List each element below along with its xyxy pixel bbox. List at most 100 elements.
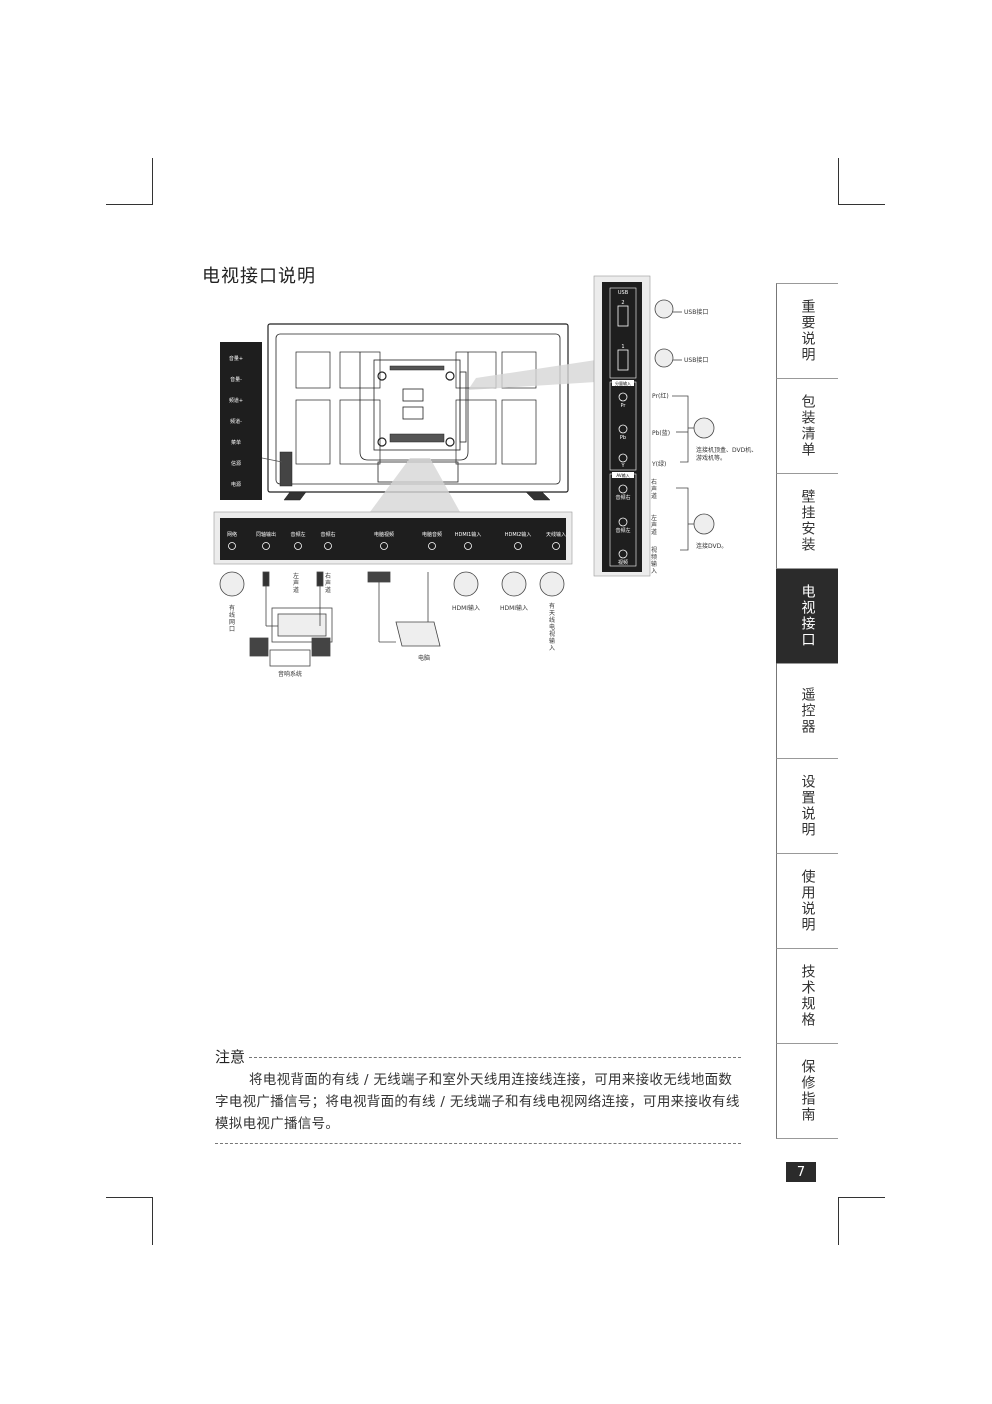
right-connectors	[654, 299, 715, 551]
right-channel-bottom-label: 右	[325, 572, 331, 580]
svg-text:音频右: 音频右	[615, 494, 630, 501]
left-channel-label: 道	[651, 528, 657, 536]
component-note-2: 游戏机等。	[696, 454, 726, 462]
side-button-label: 电源	[231, 481, 241, 488]
svg-text:1: 1	[621, 344, 624, 350]
antenna-label: 电	[549, 623, 555, 631]
video-input-label: 视	[651, 546, 657, 554]
antenna-label: 线	[549, 616, 555, 624]
svg-text:Pb: Pb	[620, 435, 626, 441]
crop-mark	[838, 1198, 839, 1245]
bottom-port-label: 天线输入	[546, 531, 566, 538]
tab-usage[interactable]: 使用说明	[776, 854, 838, 949]
crop-mark	[838, 1197, 885, 1198]
component-ports: 分量输入 Pr Pb Y	[609, 380, 637, 471]
page-number: 7	[786, 1162, 816, 1182]
left-channel-bottom-label: 声	[293, 579, 299, 587]
left-channel-bottom-label: 道	[293, 586, 299, 594]
svg-text:视频: 视频	[618, 559, 628, 566]
component-note-1: 连接机顶盒、DVD机、	[696, 446, 757, 454]
tab-wall-mount[interactable]: 壁挂安装	[776, 474, 838, 569]
y-label: Y(绿)	[651, 460, 666, 468]
antenna-label: 入	[549, 645, 555, 652]
video-input-label: 输	[651, 560, 657, 568]
crop-mark	[152, 1198, 153, 1245]
wired-network-label: 口	[229, 626, 235, 633]
video-input-label: 频	[651, 553, 657, 561]
antenna-label: 有	[549, 602, 555, 610]
svg-text:Y: Y	[620, 463, 625, 469]
tab-important[interactable]: 重要说明	[776, 283, 838, 379]
side-button-label: 信源	[231, 460, 241, 467]
hdmi-in-2-label: HDMI输入	[500, 604, 528, 612]
tab-warranty[interactable]: 保修指南	[776, 1044, 838, 1139]
right-channel-label: 声	[651, 485, 657, 493]
bottom-port-label: 音频右	[320, 531, 335, 538]
side-button-label: 频道+	[229, 397, 243, 404]
port-jack	[552, 542, 560, 550]
tab-remote[interactable]: 遥控器	[776, 664, 838, 759]
right-channel-label: 右	[651, 478, 657, 486]
crop-mark	[106, 1197, 153, 1198]
tab-settings[interactable]: 设置说明	[776, 759, 838, 854]
tab-packing-list[interactable]: 包装清单	[776, 379, 838, 474]
bottom-port-label: HDMI2输入	[505, 531, 532, 538]
side-button-label: 音量+	[229, 355, 243, 362]
pb-label: Pb(蓝)	[652, 429, 670, 437]
port-jack	[464, 542, 472, 550]
left-channel-bottom-label: 左	[293, 572, 299, 580]
left-channel-label: 左	[651, 514, 657, 522]
side-button-label: 菜单	[231, 439, 241, 446]
side-button-panel	[220, 342, 262, 500]
port-jack	[380, 542, 388, 550]
note-divider	[249, 1057, 741, 1058]
right-channel-label: 道	[651, 492, 657, 500]
crop-mark	[106, 204, 153, 205]
port-jack	[514, 542, 522, 550]
antenna-label: 视	[549, 630, 555, 638]
port-jack	[294, 542, 302, 550]
wired-network-label: 有	[229, 604, 235, 612]
note-box: 注意 将电视背面的有线 / 无线端子和室外天线用连接线连接，可用来接收无线地面数…	[215, 1046, 741, 1144]
bottom-connectors	[219, 571, 565, 667]
av-ports: AV输入 音频右 音频左 视频	[609, 472, 637, 567]
usb-ports: USB 2 1	[609, 287, 637, 379]
tab-tv-interfaces[interactable]: 电视接口	[776, 569, 838, 664]
dvd-note: 连接DVD。	[696, 542, 727, 550]
bottom-port-label: 同轴输出	[256, 531, 276, 538]
pr-label: Pr(红)	[652, 392, 669, 400]
left-channel-label: 声	[651, 521, 657, 529]
antenna-label: 天	[549, 610, 555, 617]
crop-mark	[838, 204, 885, 205]
usb-group-label: USB	[618, 290, 629, 296]
tab-specs[interactable]: 技术规格	[776, 949, 838, 1044]
bottom-port-label: 电脑音频	[422, 531, 442, 538]
bottom-port-panel	[220, 518, 566, 560]
hdmi-in-1-label: HDMI输入	[452, 604, 480, 612]
bottom-port-label: 音频左	[290, 531, 305, 538]
bottom-port-label: 网络	[227, 531, 237, 538]
audio-system-label: 音响系统	[278, 670, 302, 678]
video-input-label: 入	[651, 568, 657, 575]
side-button-label: 音量-	[230, 376, 242, 383]
tv-back	[267, 323, 569, 501]
port-jack	[428, 542, 436, 550]
svg-text:AV输入: AV输入	[616, 472, 629, 478]
crop-mark	[152, 158, 153, 205]
antenna-label: 输	[549, 637, 555, 645]
bottom-port-label: HDMI1输入	[455, 531, 482, 538]
port-jack	[262, 542, 270, 550]
note-divider-bottom	[215, 1143, 741, 1144]
usb2-label: USB接口	[684, 356, 708, 364]
svg-text:Pr: Pr	[621, 403, 627, 409]
port-jack	[324, 542, 332, 550]
bottom-port-label: 电脑视频	[374, 531, 394, 538]
right-channel-bottom-label: 声	[325, 579, 331, 587]
wired-network-label: 网	[229, 619, 235, 626]
note-title: 注意	[215, 1048, 246, 1066]
wired-network-label: 线	[229, 611, 235, 619]
side-port-panel	[602, 282, 642, 572]
crop-mark	[838, 158, 839, 205]
svg-text:2: 2	[621, 300, 624, 306]
